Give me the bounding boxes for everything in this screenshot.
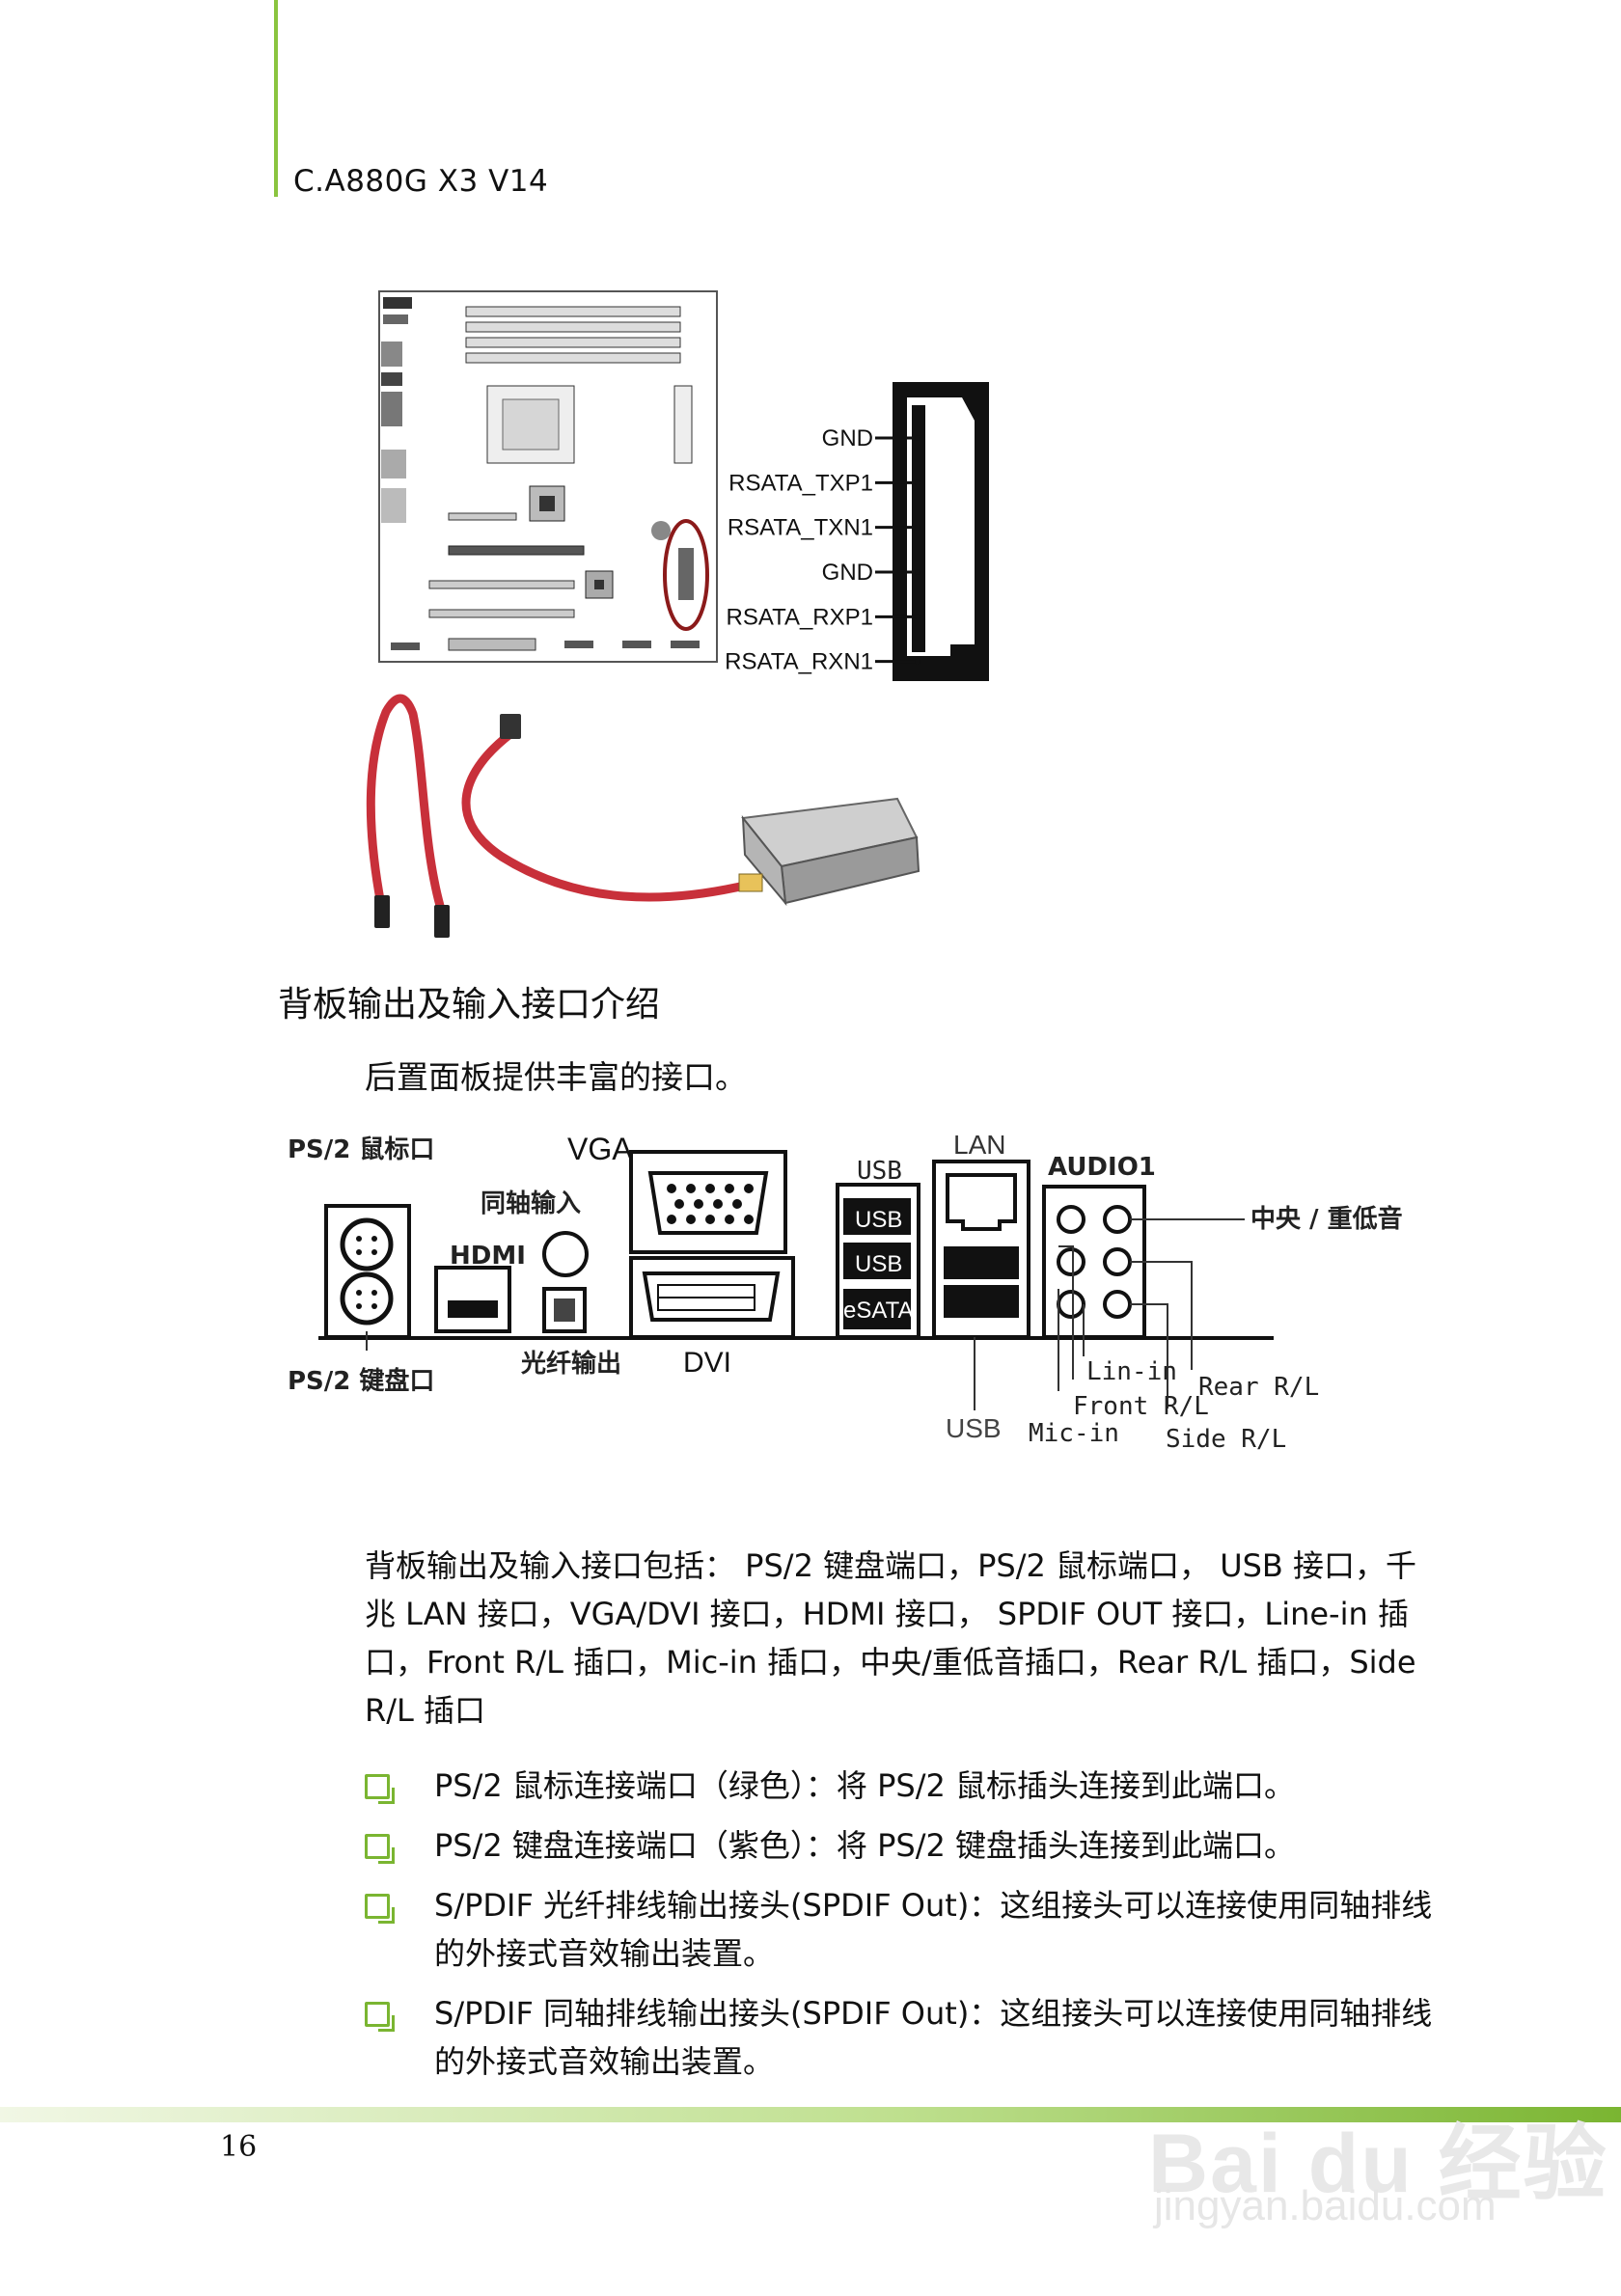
label-usb-top: USB <box>857 1157 902 1186</box>
checkbox-bullet-icon <box>365 1894 395 1924</box>
document-header-title: C.A880G X3 V14 <box>293 164 549 199</box>
io-description-paragraph: 背板输出及输入接口包括： PS/2 键盘端口，PS/2 鼠标端口， USB 接口… <box>365 1547 1417 1729</box>
bullet-spdif-optical: S/PDIF 光纤排线输出接头(SPDIF Out)：这组接头可以连接使用同轴排… <box>365 1881 1436 1978</box>
sata-pin-labels: GNDRSATA_TXP1RSATA_TXN1GNDRSATA_RXP1RSAT… <box>725 425 920 675</box>
label-usb-bottom: USB <box>946 1413 1002 1443</box>
coax-port-icon <box>542 1231 589 1277</box>
sata-pin-dot <box>915 614 920 620</box>
sata-pin-label: GND <box>822 560 873 586</box>
bullet-text: PS/2 键盘连接端口（紫色）：将 PS/2 键盘插头连接到此端口。 <box>434 1827 1296 1864</box>
rear-io-panel-diagram: PS/2 鼠标口 VGA 同轴输入 HDMI 光纤输出 DVI PS/2 键盘口… <box>288 1130 1403 1454</box>
label-ps2-mouse: PS/2 鼠标口 <box>288 1135 434 1164</box>
label-usb-port-2: USB <box>855 1251 902 1277</box>
label-center-subwoofer: 中央 / 重低音 <box>1250 1204 1403 1234</box>
label-line-in: Lin-in <box>1086 1357 1177 1386</box>
bullet-spdif-coax: S/PDIF 同轴排线输出接头(SPDIF Out)：这组接头可以连接使用同轴排… <box>365 1989 1436 2086</box>
label-usb-port-1: USB <box>855 1207 902 1233</box>
label-ps2-keyboard: PS/2 键盘口 <box>288 1366 434 1396</box>
label-front-rl: Front R/L <box>1073 1392 1209 1421</box>
sata-pin-label: RSATA_RXP1 <box>727 604 874 630</box>
motherboard-sata-figure: GNDRSATA_TXP1RSATA_TXN1GNDRSATA_RXP1RSAT… <box>378 290 989 681</box>
label-dvi: DVI <box>683 1347 731 1379</box>
bullet-ps2-mouse: PS/2 鼠标连接端口（绿色）：将 PS/2 鼠标插头连接到此端口。 <box>365 1762 1436 1810</box>
bullet-text: S/PDIF 同轴排线输出接头(SPDIF Out)：这组接头可以连接使用同轴排… <box>434 1995 1433 2080</box>
sata-pin-dot <box>915 524 920 531</box>
ps2-ports <box>324 1204 411 1339</box>
checkbox-bullet-icon <box>365 1834 395 1864</box>
label-side-rl: Side R/L <box>1166 1425 1286 1454</box>
sata-pin-label: RSATA_TXN1 <box>728 515 873 541</box>
label-mic-in: Mic-in <box>1029 1419 1119 1448</box>
motherboard-layout <box>378 290 718 663</box>
sata-cable-illustration <box>366 694 920 938</box>
audio-jacks <box>1042 1185 1146 1339</box>
label-lan: LAN <box>953 1130 1005 1160</box>
checkbox-bullet-icon <box>365 2002 395 2032</box>
baidu-watermark-logo: Bai du 经验 <box>1148 2118 1608 2210</box>
page-number: 16 <box>220 2130 258 2164</box>
dvi-port <box>629 1256 795 1339</box>
hdmi-port <box>434 1266 511 1333</box>
sata-pin-dot <box>915 435 920 441</box>
label-audio1: AUDIO1 <box>1048 1153 1156 1182</box>
intro-text: 后置面板提供丰富的接口。 <box>365 1058 747 1096</box>
label-hdmi: HDMI <box>450 1242 526 1271</box>
lan-port <box>932 1160 1030 1339</box>
checkbox-bullet-icon <box>365 1774 395 1804</box>
label-vga: VGA <box>567 1132 633 1166</box>
label-coax-in: 同轴输入 <box>481 1189 581 1218</box>
sata-pin-label: RSATA_RXN1 <box>725 649 873 675</box>
label-esata: eSATA <box>843 1298 913 1324</box>
label-optical-out: 光纤输出 <box>520 1349 621 1379</box>
section-heading: 背板输出及输入接口介绍 <box>278 985 661 1025</box>
optical-port <box>542 1287 587 1333</box>
sata-pin-label: RSATA_TXP1 <box>728 470 873 496</box>
sata-pin-dot <box>915 658 920 665</box>
io-bullet-list: PS/2 鼠标连接端口（绿色）：将 PS/2 鼠标插头连接到此端口。 PS/2 … <box>365 1762 1436 2097</box>
sata-connector-pinout <box>893 382 989 681</box>
bullet-text: S/PDIF 光纤排线输出接头(SPDIF Out)：这组接头可以连接使用同轴排… <box>434 1887 1433 1972</box>
vga-port <box>629 1150 787 1254</box>
baidu-watermark-url: jingyan.baidu.com <box>1154 2182 1497 2229</box>
bullet-text: PS/2 鼠标连接端口（绿色）：将 PS/2 鼠标插头连接到此端口。 <box>434 1767 1296 1804</box>
sata-pin-label: GND <box>822 425 873 451</box>
bullet-ps2-keyboard: PS/2 键盘连接端口（紫色）：将 PS/2 键盘插头连接到此端口。 <box>365 1821 1436 1870</box>
sata-pin-dot <box>915 569 920 575</box>
header-accent-bar <box>274 0 278 197</box>
sata-pin-dot <box>915 479 920 486</box>
footer-accent-band <box>0 2107 1621 2122</box>
usb-esata-stack <box>836 1183 920 1339</box>
hard-drive-icon <box>741 797 920 907</box>
label-rear-rl: Rear R/L <box>1198 1373 1319 1402</box>
